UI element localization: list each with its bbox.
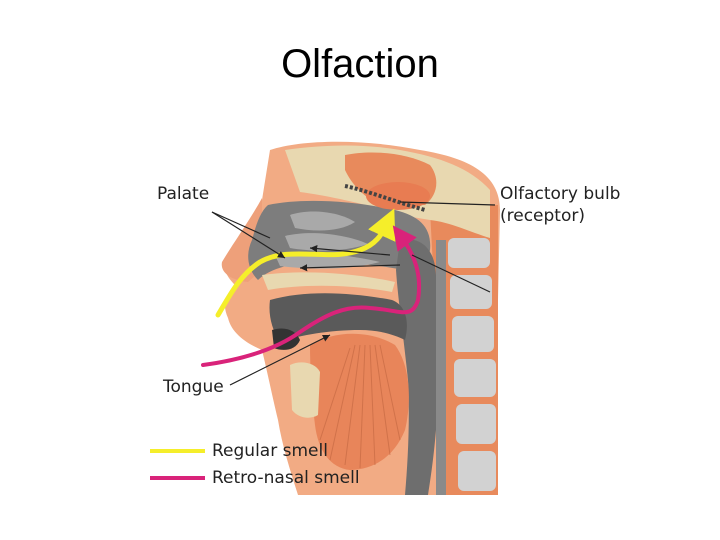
lower-jaw-bone bbox=[290, 362, 320, 418]
palate-leader-2 bbox=[211, 211, 271, 239]
regular-smell-path bbox=[215, 208, 396, 318]
cervical-spine bbox=[448, 238, 496, 491]
legend-regular-label: Regular smell bbox=[212, 441, 328, 461]
nasal-leader-b bbox=[299, 264, 401, 272]
pharynx-leader bbox=[411, 254, 491, 293]
olfactory-bulb-label: Olfactory bulb bbox=[500, 184, 621, 204]
tongue-fibers bbox=[319, 344, 401, 469]
receptor-label: (receptor) bbox=[500, 206, 585, 226]
retronasal-smell-path bbox=[201, 225, 422, 367]
legend-retronasal-label: Retro-nasal smell bbox=[212, 468, 360, 488]
hard-palate bbox=[262, 272, 395, 292]
tongue-shape bbox=[310, 333, 409, 470]
turbinate-upper bbox=[290, 211, 355, 231]
tongue-leader bbox=[229, 334, 331, 386]
tongue-label: Tongue bbox=[163, 377, 224, 397]
spinal-cord bbox=[436, 240, 446, 495]
turbinate-middle bbox=[285, 233, 368, 251]
palate-leader bbox=[211, 211, 286, 259]
palate-label: Palate bbox=[157, 184, 210, 204]
pharynx bbox=[396, 239, 438, 495]
nasal-leader-a bbox=[309, 245, 391, 256]
cribriform-plate bbox=[344, 184, 426, 212]
slide-title: Olfaction bbox=[281, 42, 439, 86]
olfactory-bulb-leader bbox=[399, 201, 496, 206]
